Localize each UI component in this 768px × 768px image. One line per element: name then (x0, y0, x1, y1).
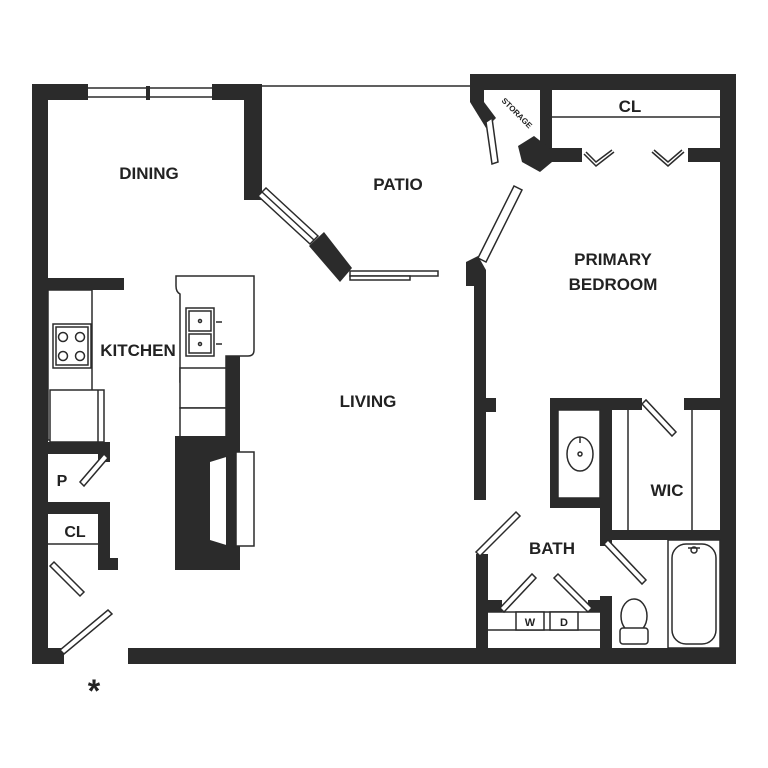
living-label: LIVING (340, 392, 397, 411)
washer-label: W (525, 617, 536, 629)
bath-door[interactable] (474, 510, 522, 558)
double-sink (185, 307, 222, 357)
exterior-walls (32, 74, 736, 664)
primary-bedroom-label-2: BEDROOM (569, 275, 658, 294)
dining-window (88, 86, 212, 100)
bathroom-sink (557, 409, 601, 499)
pantry-door[interactable] (78, 452, 110, 488)
shower-door[interactable] (602, 538, 648, 586)
kitchen-label: KITCHEN (100, 341, 176, 360)
patio-angled-wall (244, 84, 352, 282)
closet-top-label: CL (619, 97, 642, 116)
bedroom-patio-door[interactable] (476, 184, 524, 264)
dining-label: DINING (119, 164, 179, 183)
refrigerator (49, 389, 105, 443)
storage-label: STORAGE (500, 96, 535, 131)
pantry-walls (48, 442, 110, 514)
bath-label: BATH (529, 539, 575, 558)
entry-door[interactable] (58, 608, 114, 656)
pantry-label: P (57, 473, 68, 490)
bathtub (667, 539, 721, 649)
entry-closet (48, 502, 118, 570)
bath-walls (476, 398, 720, 654)
entry-marker: * (88, 673, 101, 709)
wic-label: WIC (650, 481, 683, 500)
fireplace (175, 436, 255, 570)
storage-closet (470, 90, 552, 172)
primary-bedroom-label-1: PRIMARY (574, 250, 652, 269)
closet-top (552, 116, 720, 162)
wic-door[interactable] (640, 398, 678, 438)
patio-label: PATIO (373, 175, 422, 194)
dryer-label: D (560, 617, 568, 629)
patio-right-wall (466, 256, 496, 500)
closet-bifold-doors[interactable] (583, 149, 685, 167)
entry-closet-door[interactable] (48, 560, 86, 598)
wic-shelves (627, 410, 693, 530)
laundry-doors[interactable] (498, 572, 594, 614)
toilet (619, 598, 649, 645)
washer-dryer-shelf (488, 611, 600, 631)
stove (52, 323, 92, 369)
patio-sliding-door[interactable] (349, 270, 439, 281)
kitchen-island (175, 275, 255, 439)
entry-closet-label: CL (64, 524, 86, 541)
